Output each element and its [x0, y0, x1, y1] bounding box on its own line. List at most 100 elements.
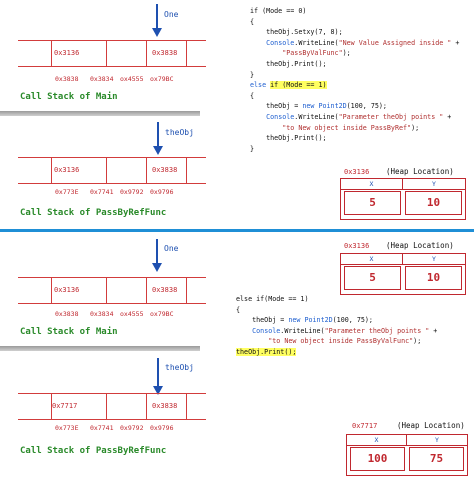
stack-address: 0x9796 [150, 188, 174, 196]
call-stack-passbyref-top [18, 157, 206, 184]
heap-location-label: (Heap Location) [397, 421, 465, 430]
stack-caption: Call Stack of Main [20, 92, 118, 102]
code-token [236, 337, 268, 345]
stack-address: ox79BC [150, 75, 174, 83]
code-token: theObj = [250, 102, 303, 111]
code-line: else if (Mode == 1) [250, 80, 459, 91]
code-token: new [288, 316, 301, 325]
code-token: (100, 75); [332, 316, 373, 325]
code-token: if (Mode == 0) [250, 7, 307, 15]
stack-address: ox4555 [120, 75, 144, 83]
arrow-label: One [164, 10, 179, 19]
code-line: { [250, 17, 459, 28]
code-token: "to New object inside PassByRef" [282, 123, 412, 132]
code-token: Point2D [318, 102, 347, 111]
heap-col-x: X [347, 435, 407, 446]
code-token: theObj.Print(); [250, 134, 327, 143]
code-line: Console.WriteLine("New Value Assigned in… [250, 38, 459, 49]
code-line: else if(Mode == 1) [236, 294, 437, 305]
code-line: Console.WriteLine("Parameter theObj poin… [236, 326, 437, 337]
heap-col-y: Y [403, 254, 465, 265]
heap-value-x: 100 [350, 447, 405, 471]
stack-address: 0x9796 [150, 424, 174, 432]
code-line: } [250, 70, 459, 81]
heap-object-box: X Y 5 10 [340, 253, 466, 295]
code-token [236, 327, 252, 335]
arrow-label: theObj [165, 363, 194, 372]
stack-value: 0x3136 [54, 166, 80, 174]
stack-address: 0x9792 [120, 424, 144, 432]
code-token: .WriteLine( [294, 112, 339, 121]
code-token: { [250, 17, 255, 26]
code-token: Console [266, 38, 295, 47]
stack-value: 0x3136 [54, 49, 80, 57]
code-line: if (Mode == 0) [250, 6, 459, 17]
stack-address: 0x3838 [55, 310, 79, 318]
separator [0, 346, 200, 351]
stack-value: 0x7717 [52, 402, 78, 410]
code-token: "Parameter theObj points " [338, 112, 444, 121]
code-line: theObj.Print(); [250, 133, 459, 144]
code-token: ); [342, 49, 351, 58]
code-line: { [250, 91, 459, 102]
heap-col-x: X [341, 179, 403, 190]
code-line: "PassByValFunc"); [250, 48, 459, 59]
down-arrow-icon [153, 122, 163, 155]
call-stack-main-top [18, 40, 206, 67]
stack-caption: Call Stack of PassByRefFunc [20, 208, 167, 218]
code-token: new [302, 102, 315, 111]
code-token [250, 49, 282, 57]
code-token: ); [411, 123, 420, 132]
code-token: ); [413, 337, 422, 346]
arrow-label: theObj [165, 128, 194, 137]
stack-address: 0x773E [55, 188, 79, 196]
stack-value: 0x3838 [152, 286, 178, 294]
down-arrow-icon [153, 358, 163, 395]
code-token: theObj.Print(); [250, 59, 327, 68]
stack-address: 0x3834 [90, 310, 114, 318]
down-arrow-icon [152, 239, 162, 272]
code-token: else if(Mode == 1) [236, 295, 309, 303]
code-line: theObj = new Point2D(100, 75); [250, 101, 459, 112]
stack-address: 0x773E [55, 424, 79, 432]
code-token: .WriteLine( [294, 38, 339, 47]
code-token: { [250, 91, 255, 100]
heap-col-x: X [341, 254, 403, 265]
code-token: { [236, 305, 241, 314]
code-token: } [250, 144, 255, 153]
code-line: "to New object inside PassByRef"); [250, 123, 459, 134]
code-block-bottom: else if(Mode == 1){ theObj = new Point2D… [236, 294, 437, 358]
heap-value-y: 10 [405, 191, 462, 215]
code-token: (100, 75); [346, 102, 387, 111]
stack-caption: Call Stack of PassByRefFunc [20, 446, 167, 456]
code-token: Console [266, 112, 295, 121]
heap-object-box: X Y 5 10 [340, 178, 466, 220]
code-line: { [236, 305, 437, 316]
code-token: theObj.Print(); [236, 347, 297, 356]
separator [0, 111, 200, 116]
stack-value: 0x3838 [152, 402, 178, 410]
stack-caption: Call Stack of Main [20, 327, 118, 337]
heap-value-y: 10 [405, 266, 462, 290]
code-line: Console.WriteLine("Parameter theObj poin… [250, 112, 459, 123]
code-token: else [250, 81, 271, 90]
down-arrow-icon [152, 4, 162, 37]
stack-address: ox4555 [120, 310, 144, 318]
call-stack-passbyref-bottom [18, 393, 206, 420]
code-token: + [429, 326, 438, 335]
code-token [250, 39, 266, 47]
call-stack-main-bottom [18, 277, 206, 304]
code-token: Point2D [304, 316, 333, 325]
code-token: "Parameter theObj points " [324, 326, 430, 335]
stack-address: 0x3838 [55, 75, 79, 83]
heap-value-y: 75 [409, 447, 464, 471]
stack-address: 0x9792 [120, 188, 144, 196]
stack-address: ox79BC [150, 310, 174, 318]
heap-col-y: Y [403, 179, 465, 190]
stack-value: 0x3838 [152, 49, 178, 57]
section-divider [0, 229, 474, 232]
code-token: if (Mode == 1) [270, 81, 327, 90]
code-token: "to New object inside PassByValFunc" [268, 337, 414, 346]
code-line: theObj.Print(); [236, 347, 437, 358]
code-token [250, 113, 266, 121]
